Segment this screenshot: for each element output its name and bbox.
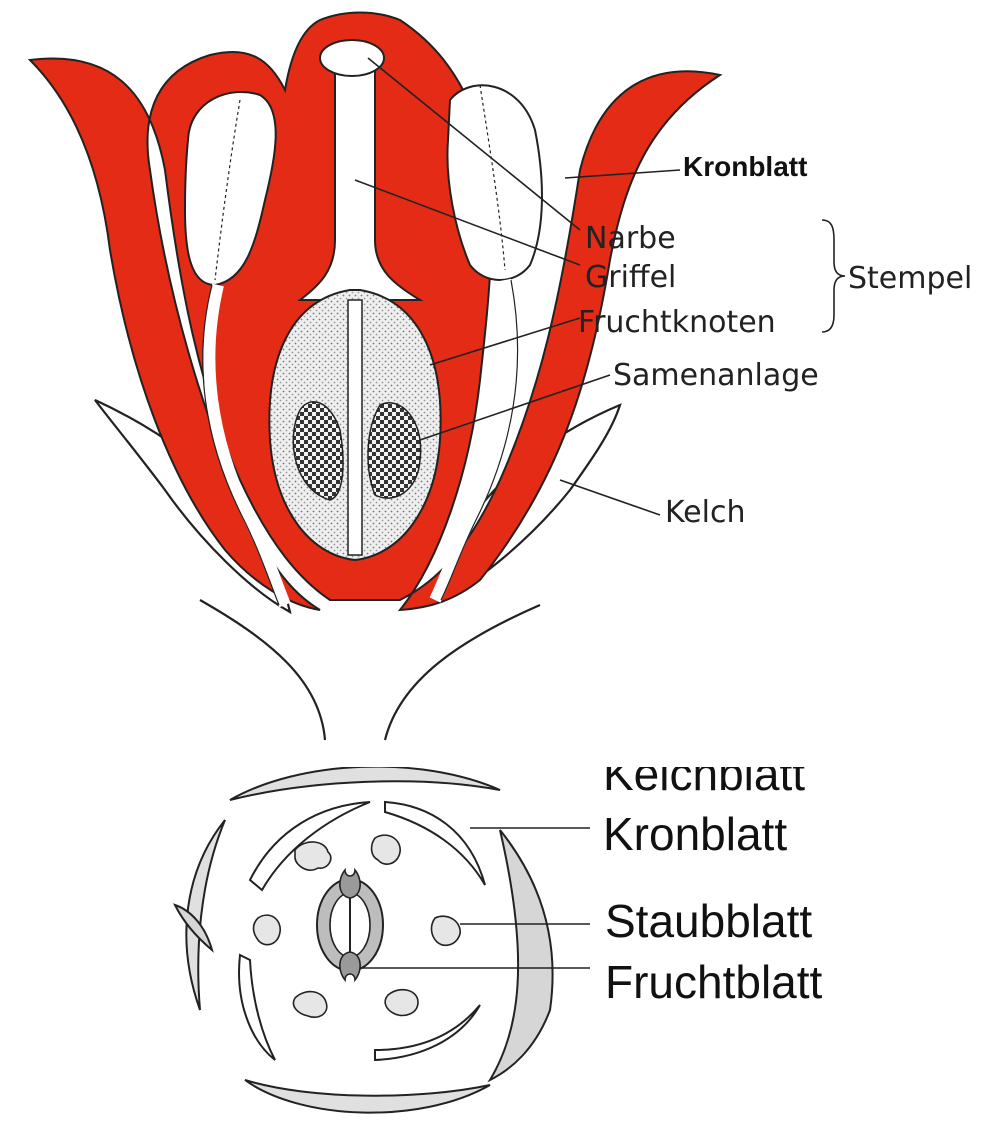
label-fruchtknoten: Fruchtknoten xyxy=(578,305,776,340)
label-samenanlage: Samenanlage xyxy=(613,358,819,393)
label-kronblatt-bottom: Kronblatt xyxy=(603,808,787,860)
label-kronblatt: Kronblatt xyxy=(683,151,807,182)
petal-left xyxy=(239,955,275,1060)
label-kelch: Kelch xyxy=(665,495,745,530)
stamen-4 xyxy=(431,916,460,945)
carpel-top-lobe xyxy=(340,870,360,898)
label-stempel: Stempel xyxy=(848,261,972,296)
stamen-3 xyxy=(254,915,281,945)
ovary-septum xyxy=(348,300,362,555)
stigma xyxy=(320,40,384,76)
receptacle-outline-right xyxy=(385,605,540,740)
seam-mask xyxy=(0,742,1007,767)
petal-lower xyxy=(375,1005,480,1060)
label-griffel: Griffel xyxy=(585,260,676,295)
petal-upper-right xyxy=(385,802,485,885)
sepal-top xyxy=(230,767,500,800)
floral-diagram: Kelchblatt Kronblatt Staubblatt Fruchtbl… xyxy=(175,748,823,1113)
sepal-right-outer xyxy=(490,830,553,1080)
stempel-bracket xyxy=(822,220,845,332)
receptacle-outline xyxy=(200,600,325,740)
label-staubblatt: Staubblatt xyxy=(605,895,812,947)
carpel-bottom-lobe xyxy=(340,952,360,980)
stamen-2 xyxy=(372,835,401,864)
label-fruchtblatt: Fruchtblatt xyxy=(605,956,823,1008)
stamen-5 xyxy=(293,992,326,1018)
flower-longitudinal-section: Kronblatt Narbe Griffel Fruchtknoten Ste… xyxy=(30,13,972,741)
sepal-bottom xyxy=(245,1080,490,1113)
ovule-right xyxy=(368,403,421,498)
leader-kelch xyxy=(560,480,660,515)
stamen-1 xyxy=(295,842,331,870)
label-narbe: Narbe xyxy=(585,221,676,256)
stamen-6 xyxy=(385,990,418,1016)
